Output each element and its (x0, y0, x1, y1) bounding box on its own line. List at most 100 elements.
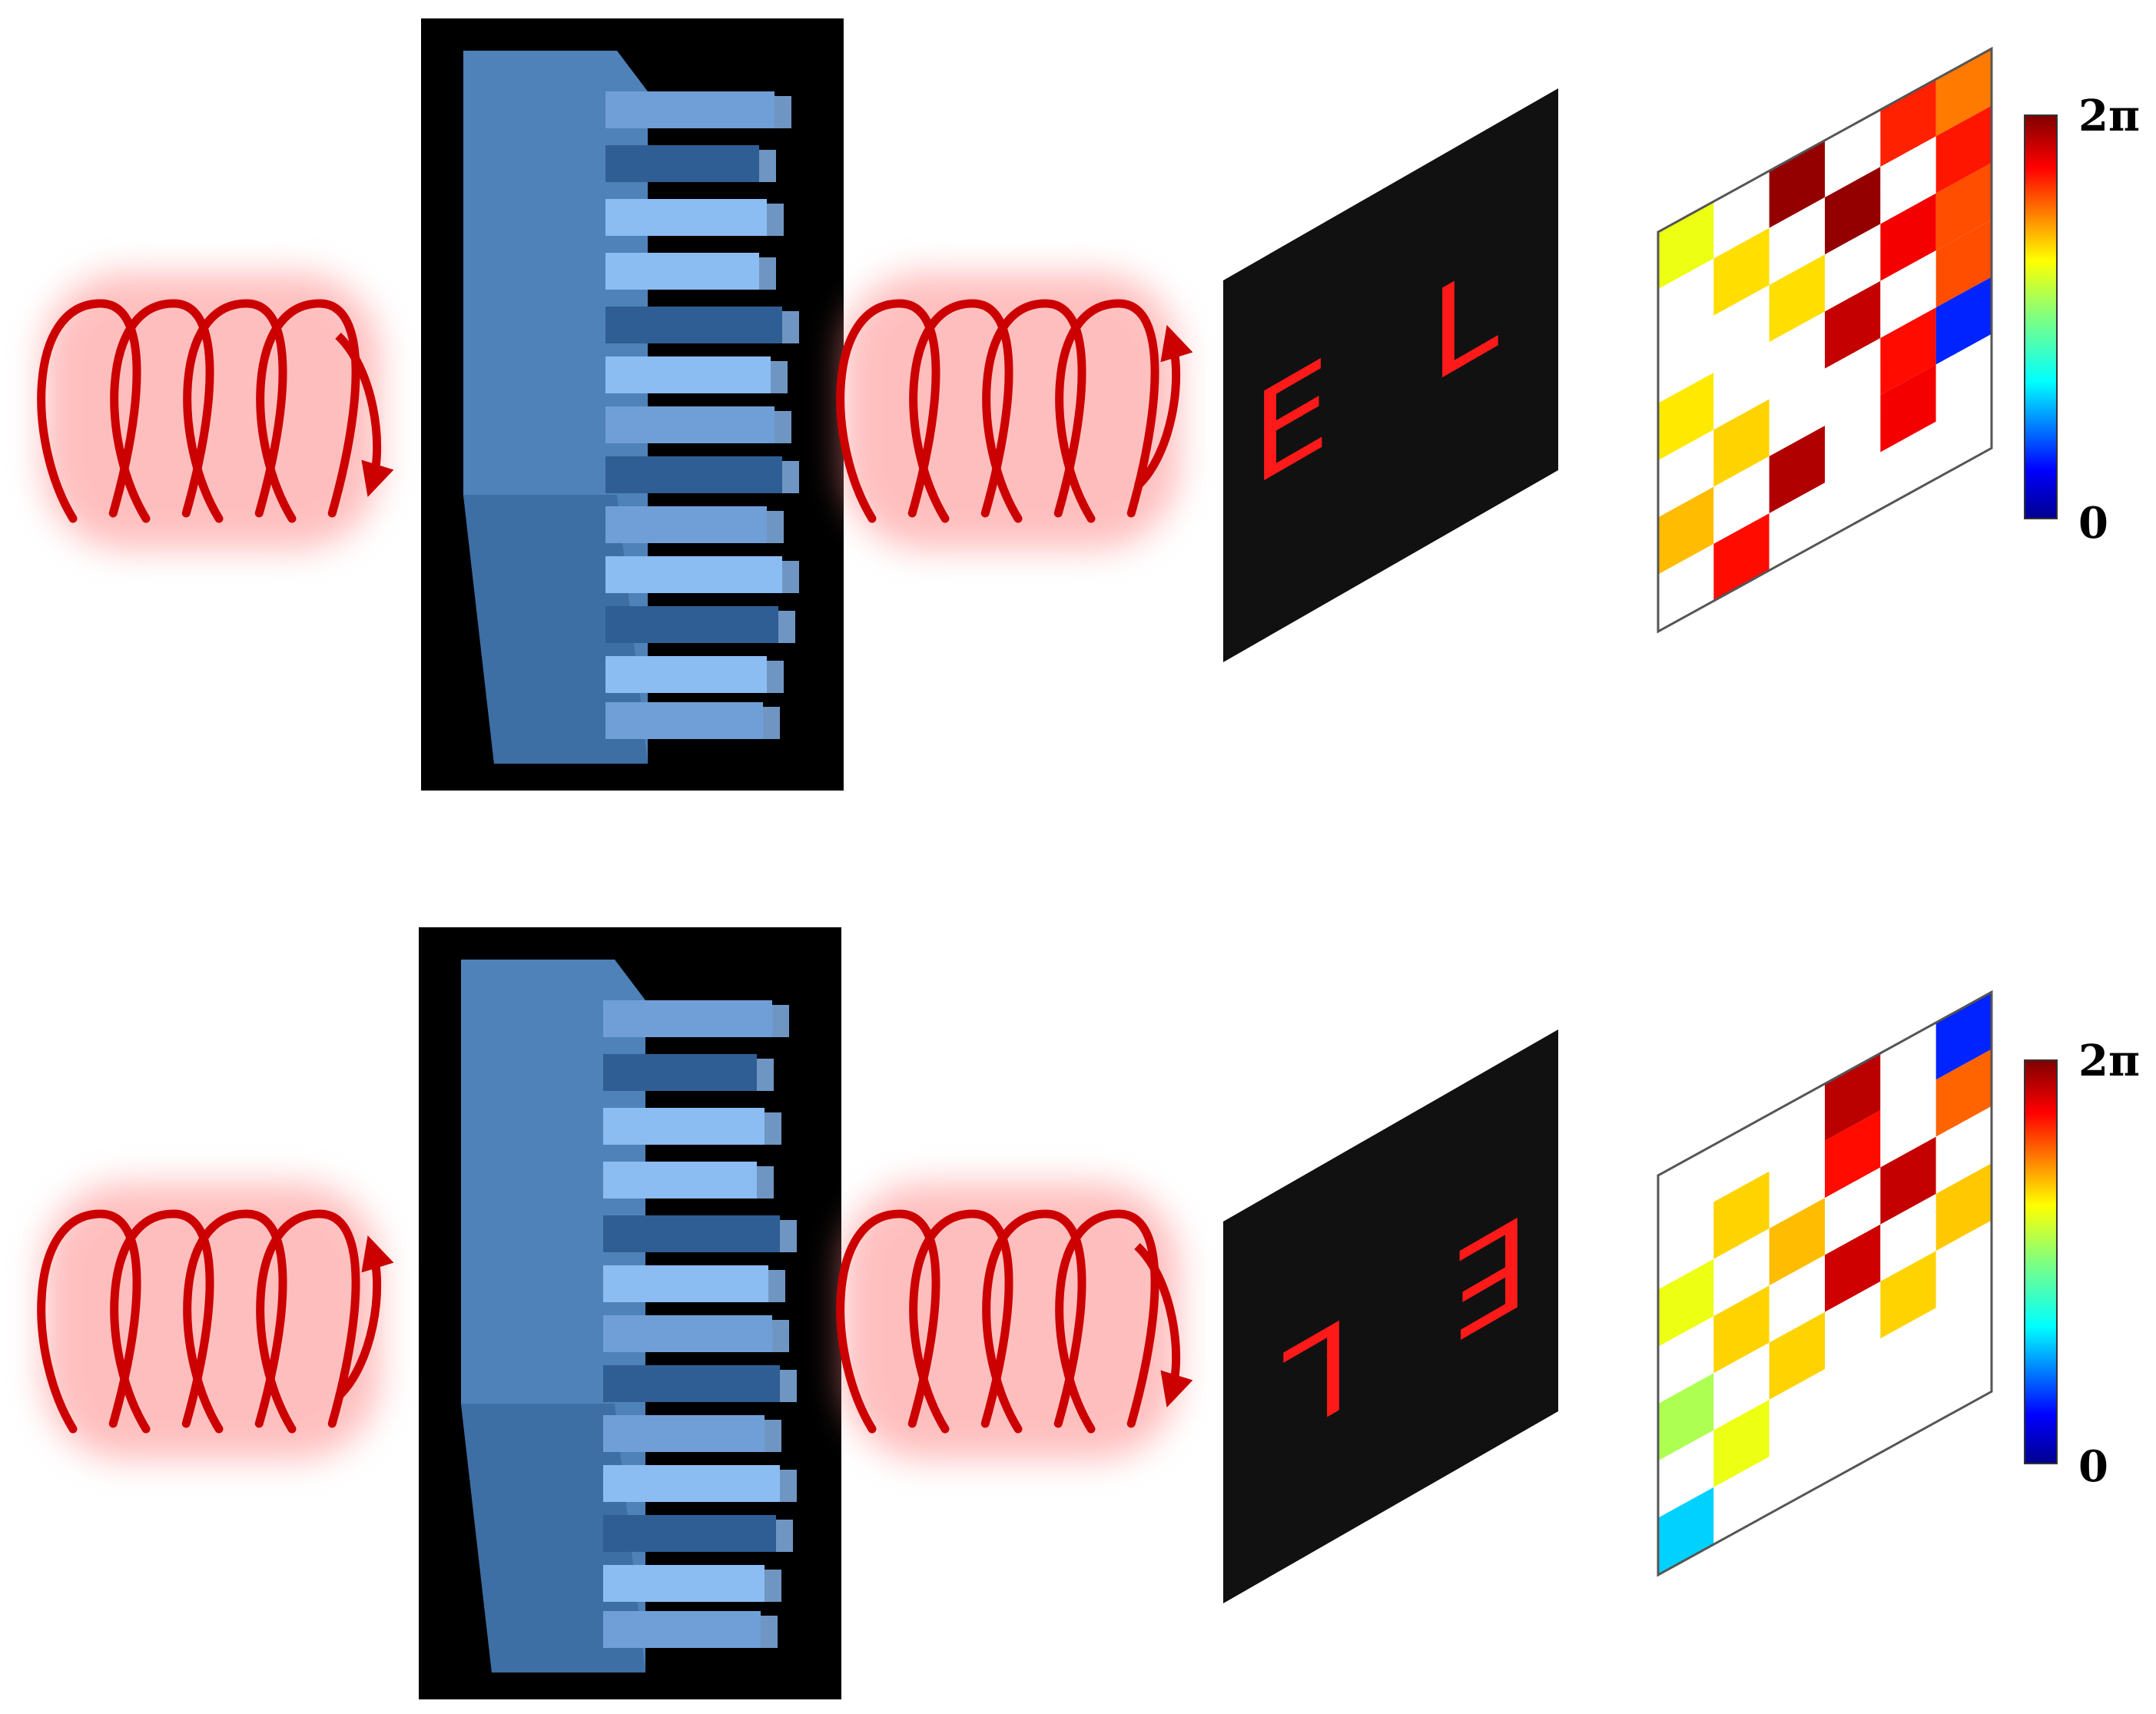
colorbar-min-label: 0 (2078, 1441, 2108, 1492)
nano-pillar-side (759, 257, 776, 290)
nano-pillar-side (775, 411, 791, 443)
phase-profile-top (1657, 46, 1993, 634)
phase-cell (1935, 1049, 1992, 1137)
nano-pillar (603, 1515, 776, 1552)
colorbar-max-label: 2π (2078, 1036, 2140, 1086)
phase-cell (1825, 1224, 1881, 1312)
nano-pillar-side (761, 1616, 778, 1648)
phase-cell (1825, 167, 1881, 255)
phase-cell (1935, 1334, 1992, 1423)
nano-pillar (605, 556, 782, 593)
phase-cell (1658, 373, 1714, 461)
nano-pillar-side (765, 1570, 781, 1602)
nano-pillar-side (763, 707, 780, 739)
phase-cell (1825, 1338, 1881, 1427)
phase-cell (1713, 456, 1770, 544)
phase-cell (1825, 224, 1881, 312)
nano-pillar (603, 1611, 761, 1648)
phase-cell (1935, 48, 1992, 137)
nano-pillar (603, 1162, 757, 1198)
phase-cell (1769, 1083, 1825, 1172)
nano-pillar (605, 702, 763, 739)
nano-pillar-side (775, 96, 791, 128)
phase-cell (1880, 250, 1936, 339)
substrate-side (461, 1404, 645, 1673)
nano-pillar (605, 253, 759, 290)
phase-cell (1769, 1426, 1825, 1514)
nano-pillar (603, 1565, 765, 1602)
panel-top: E L 2π 0 (37, 18, 2140, 791)
handedness-arrow (1134, 324, 1193, 490)
helix-path (37, 299, 360, 523)
nano-pillar-side (757, 1166, 774, 1198)
handedness-arrow (1134, 1242, 1193, 1408)
phase-cell (1935, 1277, 1992, 1365)
phase-cell (1769, 140, 1825, 228)
panel-bottom: E L 2π 0 (37, 927, 2140, 1699)
phase-cell (1880, 193, 1936, 281)
phase-cell (1935, 162, 1992, 250)
nano-pillar-side (780, 1470, 797, 1502)
nano-pillar-side (759, 150, 776, 182)
nano-pillar-side (767, 204, 784, 236)
phase-cell (1713, 1171, 1770, 1259)
screen (1223, 1029, 1558, 1603)
nano-pillar (605, 199, 767, 236)
handedness-arrow (335, 1235, 394, 1401)
nano-pillar (605, 406, 775, 443)
phase-cell (1880, 1023, 1936, 1111)
phase-cell (1825, 1167, 1881, 1255)
input-beam-bottom (37, 1183, 394, 1460)
nano-pillar (605, 91, 775, 128)
phase-cell (1769, 1140, 1825, 1229)
screen (1223, 88, 1558, 662)
nano-pillar (605, 506, 767, 543)
nano-pillar (603, 1215, 780, 1252)
helix-path (836, 299, 1159, 523)
phase-cell (1935, 333, 1992, 422)
phase-cell (1658, 1316, 1714, 1404)
phase-cell (1880, 364, 1936, 453)
nano-pillar-side (782, 561, 799, 593)
nano-pillar-side (780, 1370, 797, 1402)
image-screen-bottom: E L (1223, 1029, 1558, 1603)
phase-cell (1935, 220, 1992, 308)
nano-pillar (603, 1054, 757, 1091)
phase-cell (1658, 1430, 1714, 1518)
nano-pillar (603, 1365, 780, 1402)
phase-cell (1935, 391, 1992, 479)
nano-pillar-side (778, 611, 795, 643)
phase-cell (1658, 1145, 1714, 1233)
phase-cell (1825, 280, 1881, 369)
phase-cell (1769, 1198, 1825, 1286)
nano-pillar (605, 307, 782, 343)
nano-pillar (605, 145, 759, 182)
phase-cell (1825, 109, 1881, 197)
colorbar-gradient (2024, 1059, 2058, 1464)
nano-pillar (605, 606, 778, 643)
phase-cell (1658, 1258, 1714, 1347)
phase-cell (1769, 368, 1825, 456)
phase-cell (1713, 399, 1770, 487)
phase-cell (1880, 79, 1936, 167)
phase-cell (1658, 1202, 1714, 1290)
phase-cell (1713, 227, 1770, 316)
output-beam-bottom (836, 1183, 1193, 1460)
phase-cell (1769, 311, 1825, 399)
phase-cell (1880, 1308, 1936, 1396)
handedness-arrow (335, 332, 394, 498)
nano-pillar-side (782, 461, 799, 493)
phase-cell (1713, 1342, 1770, 1431)
phase-grid-outline (1657, 46, 1993, 634)
phase-cell (1769, 254, 1825, 343)
colorbar-gradient (2024, 114, 2058, 519)
nano-pillar (603, 1415, 765, 1452)
phase-cell (1769, 1255, 1825, 1343)
phase-cell (1658, 258, 1714, 346)
phase-cell (1658, 1487, 1714, 1575)
output-beam-top (836, 273, 1193, 549)
phase-cell (1713, 1399, 1770, 1487)
phase-cell (1713, 1228, 1770, 1317)
nano-pillar-side (768, 1270, 785, 1302)
